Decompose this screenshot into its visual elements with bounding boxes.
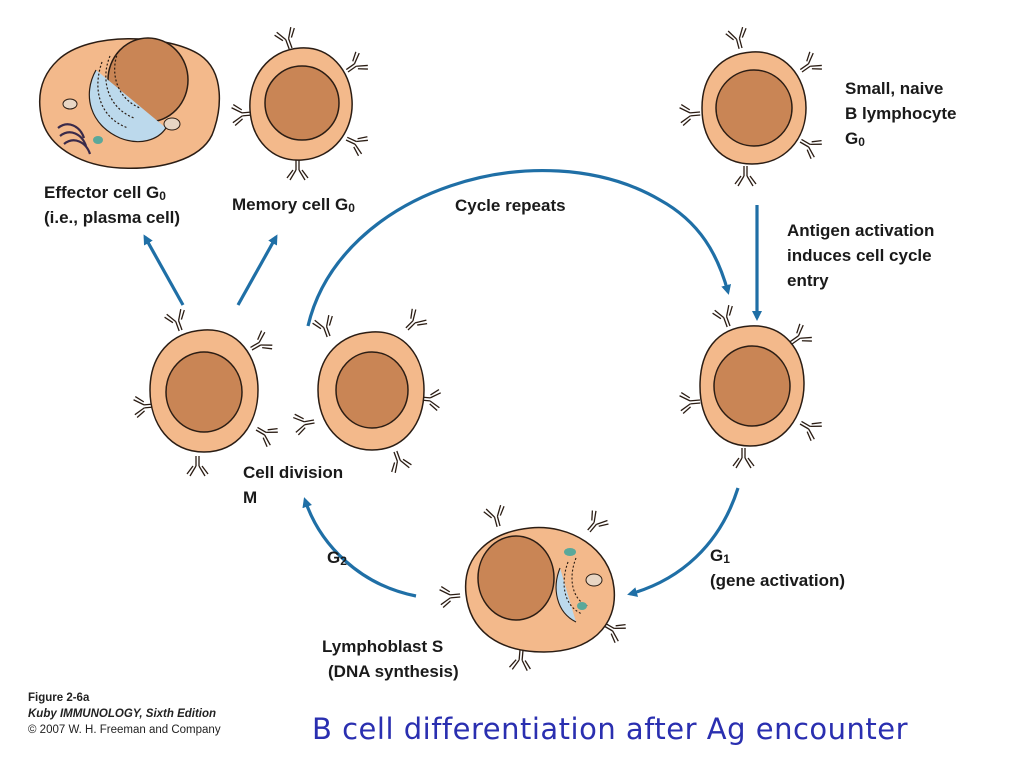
g1-label: G1 (gene activation) <box>710 546 846 590</box>
cell-division-label: Cell division M <box>243 463 344 507</box>
memory-cell <box>230 25 371 181</box>
arrows <box>143 169 762 598</box>
dividing-cell-right-nucleus <box>335 351 409 429</box>
to-effector-arrow <box>143 234 185 306</box>
mitochondrion <box>585 573 603 587</box>
cycle-repeats-arrow <box>306 169 731 327</box>
to-memory-arrow <box>236 234 278 306</box>
copyright: © 2007 W. H. Freeman and Company <box>28 724 221 736</box>
antigen-activation-label: Antigen activation induces cell cycle en… <box>787 221 935 290</box>
lymphoblast-label: Lymphoblast S (DNA synthesis) <box>322 637 459 681</box>
naive-cell-nucleus <box>715 69 793 147</box>
dividing-cell-left <box>132 307 280 477</box>
g1-arrow <box>627 487 740 597</box>
memory-cell-nucleus <box>264 65 340 141</box>
book-title: Kuby IMMUNOLOGY, Sixth Edition <box>28 708 217 720</box>
memory-cell-label: Memory cell G0 <box>232 195 355 215</box>
naive-b-lymphocyte <box>678 25 825 187</box>
dividing-cell-left-nucleus <box>165 351 243 433</box>
lymphoblast <box>438 503 628 672</box>
endoplasmic-reticulum <box>88 51 167 143</box>
activated-cell-nucleus <box>713 345 791 427</box>
effector-plasma-cell <box>39 37 221 169</box>
endoplasmic-reticulum <box>555 557 589 623</box>
vesicle <box>577 602 587 610</box>
vesicle <box>93 136 103 144</box>
golgi-apparatus <box>57 123 92 155</box>
mitochondrion <box>62 98 78 110</box>
lymphoblast-nucleus <box>477 535 555 621</box>
figure-credit: Figure 2-6a Kuby IMMUNOLOGY, Sixth Editi… <box>28 690 221 738</box>
g2-arrow <box>302 497 417 598</box>
dividing-cell-right <box>292 306 442 475</box>
mitochondrion <box>163 117 181 131</box>
naive-b-lymphocyte-label: Small, naive B lymphocyte G0 <box>845 79 957 149</box>
activated-cell <box>678 303 824 469</box>
figure-number: Figure 2-6a <box>28 692 90 704</box>
slide-caption: B cell differentiation after Ag encounte… <box>312 712 909 746</box>
cycle-repeats-label: Cycle repeats <box>455 196 566 215</box>
g2-label: G2 <box>327 548 347 568</box>
vesicle <box>564 548 576 556</box>
effector-cell-label: Effector cell G0 (i.e., plasma cell) <box>44 183 181 227</box>
